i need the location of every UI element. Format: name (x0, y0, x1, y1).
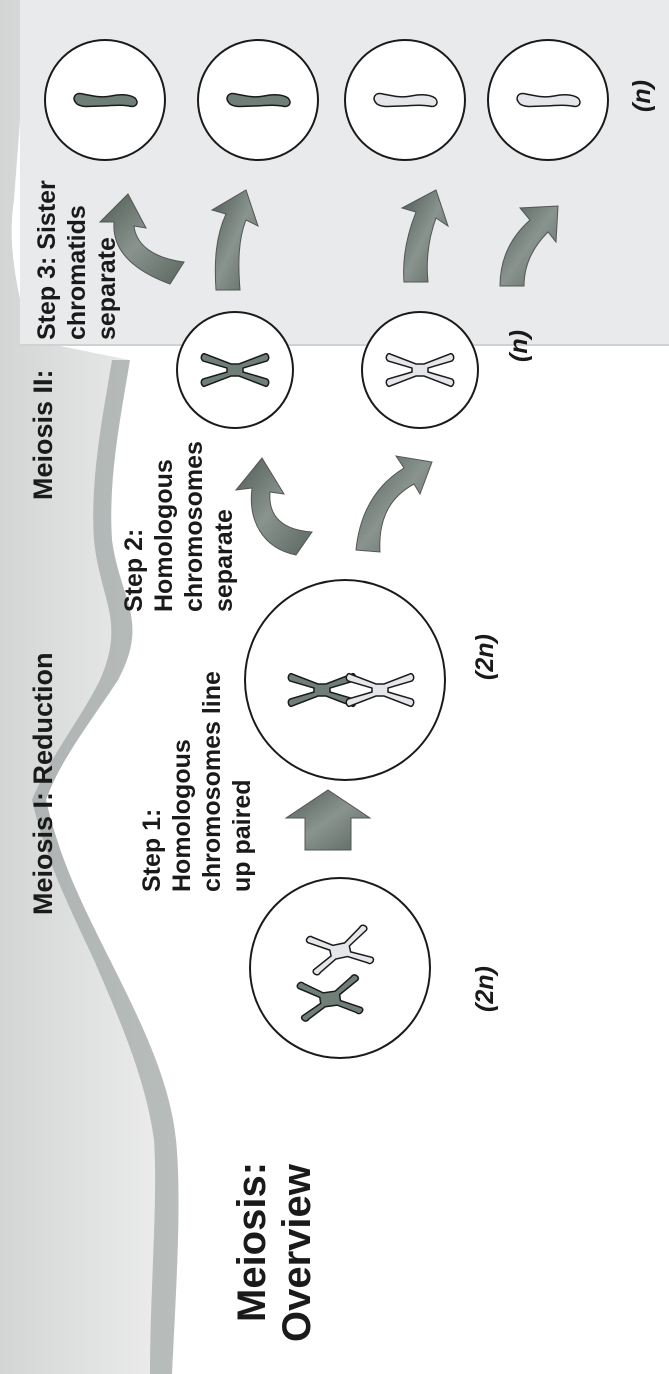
step1-line3: chromosomes line (198, 671, 226, 892)
gamete-cell-4 (488, 40, 608, 160)
step1-line1: Step 1: (138, 809, 166, 892)
paired-cell (245, 580, 445, 780)
step3-line2: chromatids (63, 205, 91, 340)
ploidy-paired-cell: (2n) (471, 634, 499, 680)
step1-line4: up paired (228, 779, 256, 892)
step1-line2: Homologous (168, 739, 196, 892)
step1-label: Step 1: Homologous chromosomes line up p… (138, 671, 256, 892)
gamete-cell-2 (198, 40, 318, 160)
step2-label: Step 2: Homologous chromosomes separate (120, 441, 238, 612)
step2-line3: chromosomes (180, 441, 208, 612)
meiosis2-heading: Meiosis II: (28, 369, 58, 500)
start-cell (250, 878, 430, 1058)
ploidy-gametes: (n) (628, 80, 656, 112)
step2-line2: Homologous (150, 459, 178, 612)
step2-arrow-left (236, 458, 312, 555)
step3-line1: Step 3: Sister (33, 180, 61, 340)
title-line1: Meiosis: (230, 1162, 274, 1322)
ploidy-meiosis1-products: (n) (505, 330, 533, 362)
meiosis1-heading: Meiosis I: Reduction (28, 652, 58, 915)
meiosis1-cell-light (362, 312, 478, 428)
step3-line3: separate (93, 237, 121, 340)
step2-line4: separate (210, 509, 238, 612)
title-line2: Overview (275, 1163, 319, 1342)
step2-line1: Step 2: (120, 529, 148, 612)
ploidy-start-cell: (2n) (471, 966, 499, 1012)
step2-arrow-right (356, 456, 432, 552)
meiosis1-cell-dark (177, 312, 293, 428)
step1-arrow (286, 790, 370, 850)
gamete-cell-1 (45, 40, 165, 160)
gamete-cell-3 (345, 40, 465, 160)
